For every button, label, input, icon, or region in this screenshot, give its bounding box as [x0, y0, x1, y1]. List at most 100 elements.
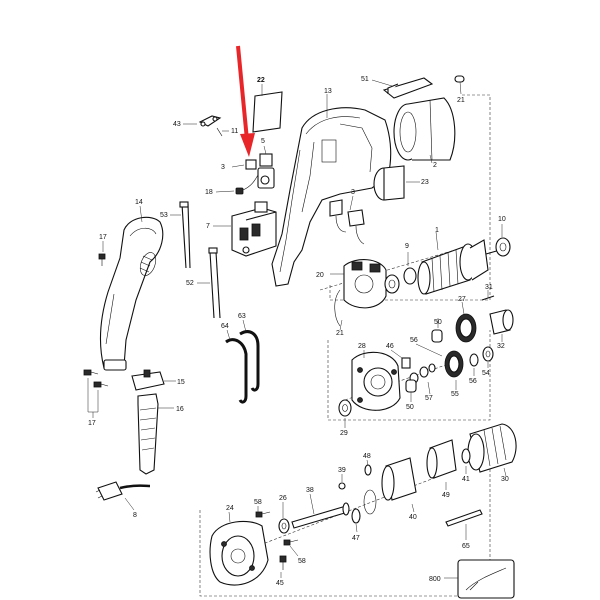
label-51: 51 [361, 76, 369, 83]
part-49-collar [426, 439, 457, 490]
label-11: 11 [231, 128, 238, 135]
label-16: 16 [176, 406, 184, 413]
part-51-clip [371, 77, 434, 99]
label-56-bottom: 56 [469, 378, 477, 385]
label-50-bottom: 50 [406, 404, 414, 411]
label-65: 65 [462, 543, 470, 550]
label-17-bottom: 17 [88, 420, 96, 427]
part-24-gear-case [209, 511, 269, 586]
red-indicator-arrow [236, 45, 255, 157]
label-48: 48 [363, 453, 371, 460]
label-54: 54 [482, 370, 490, 377]
label-64: 64 [221, 323, 229, 330]
part-26-bearing [278, 502, 290, 534]
label-55: 55 [451, 391, 459, 398]
part-15-clamp [131, 369, 176, 391]
part-39-ball [338, 474, 346, 490]
label-3-left: 3 [221, 164, 225, 171]
part-28-gear-housing [351, 350, 401, 411]
label-7: 7 [206, 223, 210, 230]
label-26: 26 [279, 495, 287, 502]
part-52-rod [197, 247, 221, 319]
label-63: 63 [238, 313, 246, 320]
part-8-power-cord [95, 481, 151, 511]
label-49: 49 [442, 492, 450, 499]
part-21-screw [454, 75, 465, 95]
part-20-brush-plate [330, 259, 387, 331]
part-number-labels: 22 51 21 13 43 11 5 3 2 23 18 3 14 53 10… [88, 76, 509, 587]
part-3-brush-assembly [231, 145, 275, 189]
part-7-switch [213, 201, 277, 257]
part-46-pinion [390, 349, 411, 369]
label-21-mid: 21 [336, 330, 344, 337]
label-20: 20 [316, 272, 324, 279]
label-8: 8 [133, 512, 137, 519]
part-53-spring [170, 201, 191, 269]
label-58-top: 58 [254, 499, 262, 506]
part-3-brush-holder-right [329, 195, 365, 245]
part-41-ring [461, 448, 471, 474]
part-54-bearing [482, 346, 494, 368]
label-45: 45 [276, 580, 284, 587]
part-2-field-housing [393, 97, 456, 164]
part-800-accessory [444, 559, 515, 599]
label-17-top: 17 [99, 234, 107, 241]
part-18-screw [215, 174, 259, 195]
label-40: 40 [409, 514, 417, 521]
part-22-label [252, 84, 283, 133]
label-22: 22 [257, 77, 265, 84]
part-38-spindle [291, 493, 350, 529]
label-43: 43 [173, 121, 181, 128]
part-14-handle [100, 205, 164, 371]
part-48-ring [364, 459, 372, 476]
label-21-top: 21 [457, 97, 465, 104]
label-41: 41 [462, 476, 470, 483]
label-3-right: 3 [351, 189, 355, 196]
part-40-spindle-housing [381, 457, 417, 513]
label-5: 5 [261, 138, 265, 145]
part-16-cable-sleeve [137, 393, 174, 475]
label-47: 47 [352, 535, 360, 542]
part-27-gear [455, 301, 477, 343]
label-28: 28 [358, 343, 366, 350]
label-30: 30 [501, 476, 509, 483]
part-23-field [373, 165, 420, 201]
label-18: 18 [205, 189, 213, 196]
label-56-top: 56 [410, 337, 418, 344]
label-13: 13 [324, 88, 332, 95]
part-ring-clip [363, 489, 377, 515]
part-17-screws [83, 241, 109, 418]
part-47-washer [351, 508, 361, 533]
label-2: 2 [433, 162, 437, 169]
label-50-top: 50 [434, 319, 442, 326]
label-24: 24 [226, 505, 234, 512]
label-53: 53 [160, 212, 168, 219]
label-1: 1 [435, 227, 439, 234]
part-29-washer [338, 399, 352, 428]
label-23: 23 [421, 179, 429, 186]
part-32-bearing [489, 309, 514, 342]
label-31: 31 [485, 284, 493, 291]
label-10: 10 [498, 216, 506, 223]
part-55-gear [444, 350, 464, 390]
label-9: 9 [405, 243, 409, 250]
label-15: 15 [177, 379, 185, 386]
label-29: 29 [340, 430, 348, 437]
label-38: 38 [306, 487, 314, 494]
label-800: 800 [429, 576, 441, 583]
label-32: 32 [497, 343, 505, 350]
label-57: 57 [425, 395, 433, 402]
part-65-bit [445, 509, 483, 540]
label-39: 39 [338, 467, 346, 474]
label-52: 52 [186, 280, 194, 287]
part-50-bushing-top [431, 318, 443, 343]
part-13-housing [271, 94, 392, 287]
part-56-washer [469, 353, 479, 376]
label-46: 46 [386, 343, 394, 350]
part-50-bushing-bottom [405, 379, 417, 402]
part-45-screw [279, 555, 287, 578]
part-31-pin [481, 290, 495, 301]
part-58-screws [255, 506, 299, 557]
part-56-leader [415, 343, 443, 357]
